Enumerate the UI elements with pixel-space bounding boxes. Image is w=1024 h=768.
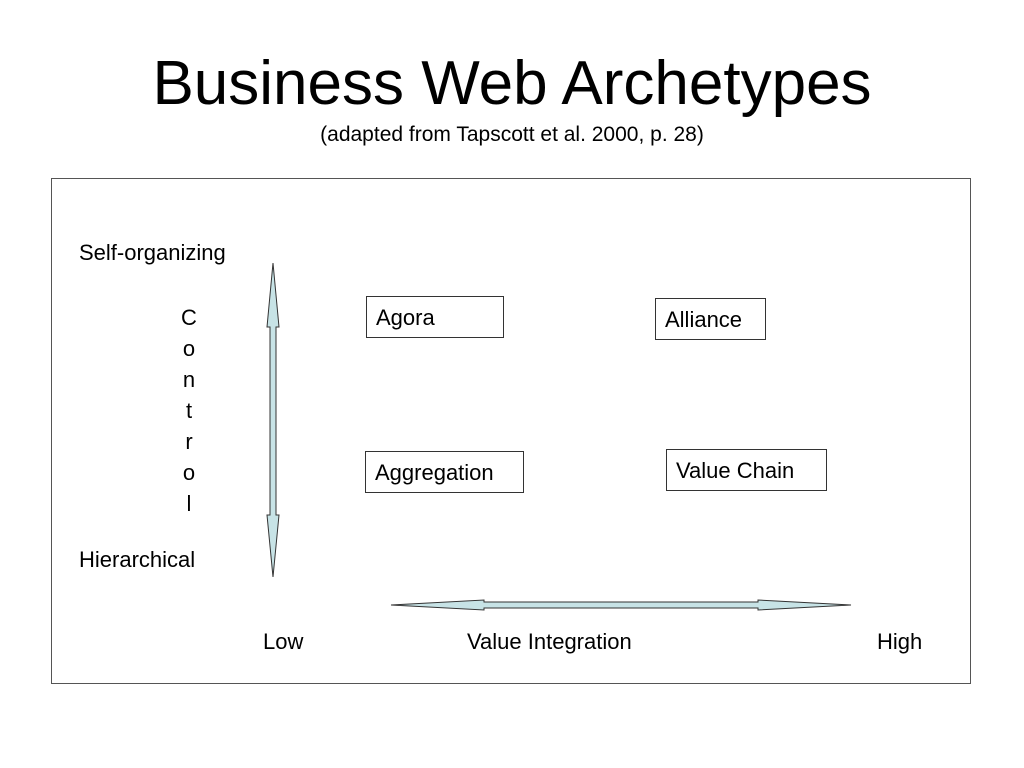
y-axis-title-letter: n: [182, 367, 196, 392]
x-axis-title: Value Integration: [467, 629, 632, 654]
slide-subtitle: (adapted from Tapscott et al. 2000, p. 2…: [320, 123, 704, 146]
y-axis-title-letter: r: [185, 429, 193, 454]
agora-box: Agora: [366, 296, 504, 338]
y-axis-title-letter: o: [182, 336, 196, 361]
aggregation-box: Aggregation: [365, 451, 524, 493]
slide-title: Business Web Archetypes: [152, 49, 872, 118]
y-axis-bottom-label: Hierarchical: [79, 547, 196, 572]
alliance-box: Alliance: [655, 298, 766, 340]
y-axis-title-letter: o: [182, 460, 196, 485]
y-axis-title-letter: l: [186, 491, 192, 516]
x-axis-low-label: Low: [263, 629, 304, 654]
x-axis-high-label: High: [877, 629, 923, 654]
value-chain-box: Value Chain: [666, 449, 827, 491]
y-axis-title-vertical: C o n t r o l: [172, 302, 206, 519]
y-axis-title-letter: t: [185, 398, 193, 423]
vertical-double-arrow: [266, 262, 280, 578]
horizontal-double-arrow: [390, 599, 852, 611]
y-axis-title-letter: C: [181, 305, 197, 330]
diagram-frame: [51, 178, 971, 684]
y-axis-top-label: Self-organizing: [79, 240, 226, 265]
